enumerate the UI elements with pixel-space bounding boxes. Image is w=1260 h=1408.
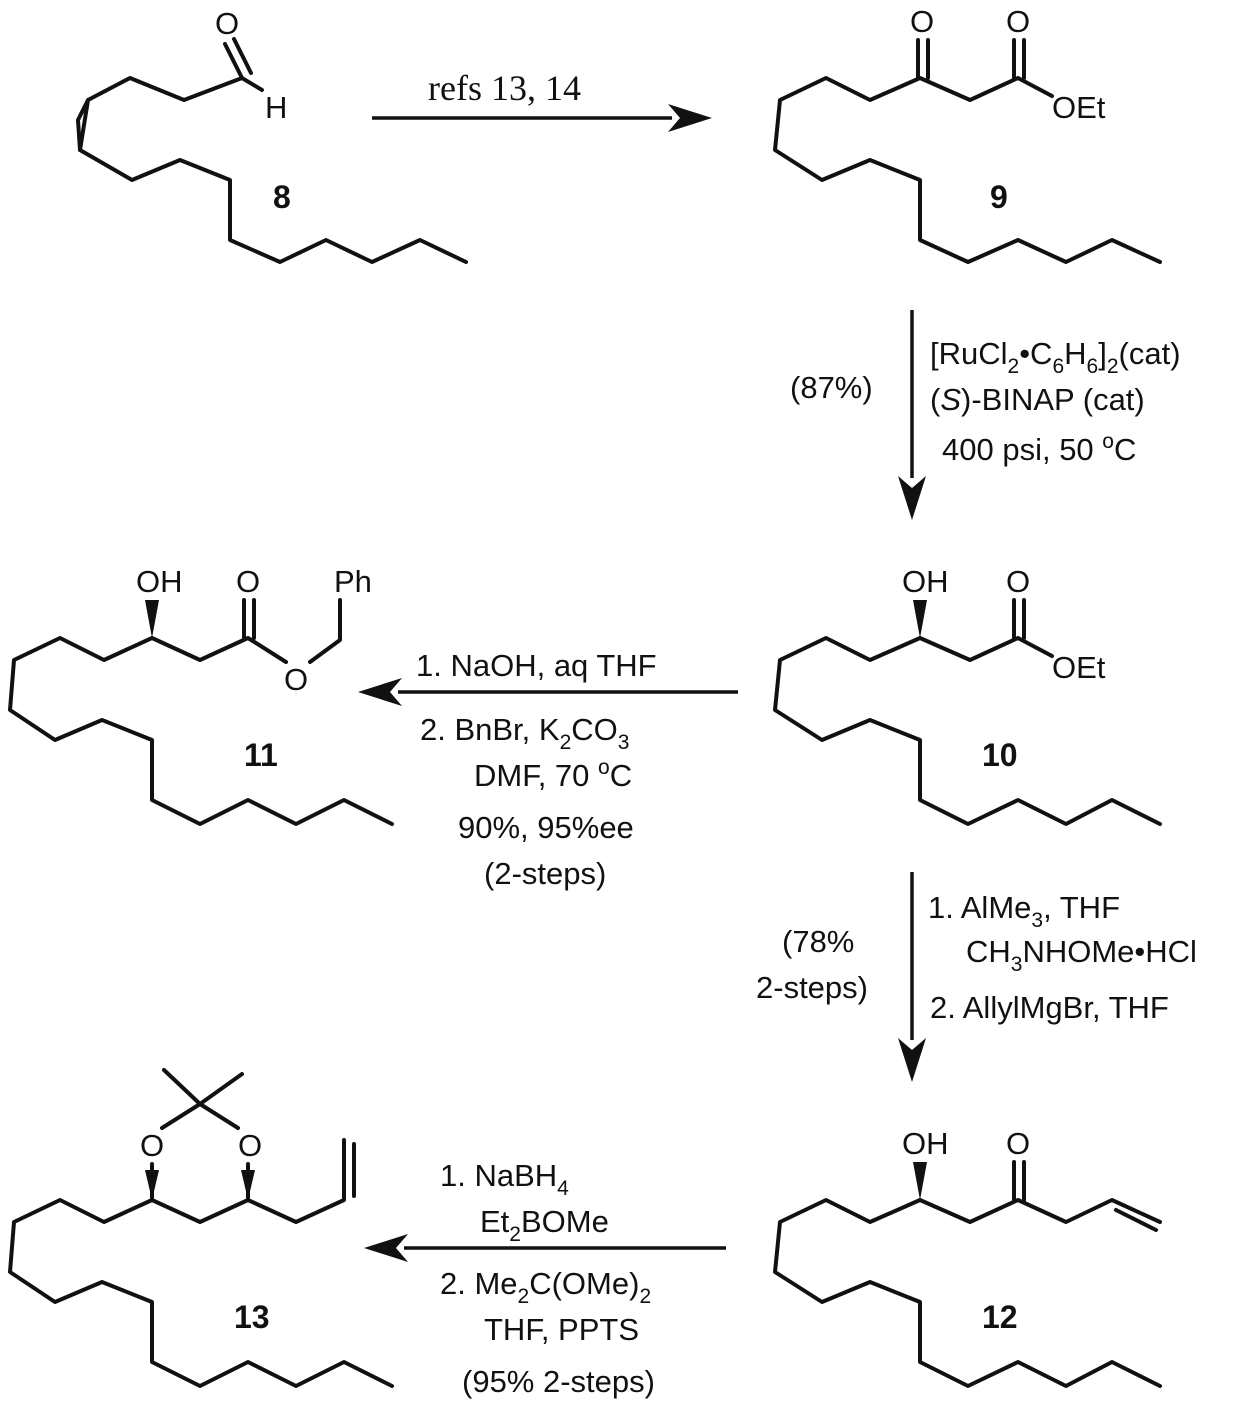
step4-yield-line2: 2-steps) <box>756 970 868 1005</box>
step1-arrow: refs 13, 14 <box>372 68 712 132</box>
c10-oet-label: OEt <box>1052 650 1106 685</box>
compound-10-structure: OH O OEt 10 <box>773 564 1162 826</box>
c11-carbonyl-oxygen: O <box>236 564 260 599</box>
compound-8-structure: O H 8 <box>76 6 468 264</box>
step2-reagent-line3: 400 psi, 50 oC <box>942 430 1136 467</box>
step4-reagent-line3: 2. AllylMgBr, THF <box>930 990 1169 1025</box>
c9-ketone-oxygen: O <box>910 4 934 39</box>
c13-acetal-oxygen-right: O <box>238 1128 262 1163</box>
step4-yield-line1: (78% <box>782 924 854 959</box>
step5-reagent-line4: THF, PPTS <box>484 1312 639 1347</box>
step3-reagent-line3: DMF, 70 oC <box>474 756 632 793</box>
step3-steps-note: (2-steps) <box>484 856 606 891</box>
step2-reagent-line2: (S)-BINAP (cat) <box>930 382 1145 417</box>
c8-oxygen-label: O <box>215 6 239 41</box>
c10-hydroxyl-label: OH <box>902 564 949 599</box>
step5-reagent-line3: 2. Me2C(OMe)2 <box>440 1266 651 1308</box>
c13-acetal-oxygen-left: O <box>140 1128 164 1163</box>
step4-arrow: (78% 2-steps) 1. AlMe3, THF CH3NHOMe•HCl… <box>756 872 1197 1082</box>
compound-13-structure: O O 13 <box>8 1068 394 1388</box>
step5-yield: (95% 2-steps) <box>462 1364 655 1399</box>
compound-11-structure: OH O O Ph 11 <box>8 564 394 826</box>
step2-reagent-line1: [RuCl2•C6H6]2(cat) <box>930 336 1181 378</box>
compound-11-number: 11 <box>244 737 278 773</box>
compound-12-number: 12 <box>982 1299 1018 1335</box>
c11-phenyl-label: Ph <box>334 564 372 599</box>
c10-carbonyl-oxygen: O <box>1006 564 1030 599</box>
step3-reagent-line2: 2. BnBr, K2CO3 <box>420 712 629 754</box>
compound-13-number: 13 <box>234 1299 270 1335</box>
c8-hydrogen-label: H <box>265 90 287 125</box>
compound-10-number: 10 <box>982 737 1018 773</box>
step3-yield-ee: 90%, 95%ee <box>458 810 634 845</box>
compound-9-structure: O O OEt 9 <box>773 4 1162 264</box>
step3-reagent-line1: 1. NaOH, aq THF <box>416 648 657 683</box>
c12-ketone-oxygen: O <box>1006 1126 1030 1161</box>
compound-9-number: 9 <box>990 179 1008 215</box>
c9-oet-label: OEt <box>1052 90 1106 125</box>
step2-yield: (87%) <box>790 370 873 405</box>
compound-12-structure: OH O 12 <box>773 1126 1162 1388</box>
step1-conditions: refs 13, 14 <box>428 68 581 108</box>
compound-8-number: 8 <box>273 179 291 215</box>
c12-hydroxyl-label: OH <box>902 1126 949 1161</box>
c9-ester-oxygen: O <box>1006 4 1030 39</box>
step3-arrow: 1. NaOH, aq THF 2. BnBr, K2CO3 DMF, 70 o… <box>358 648 738 891</box>
c11-ester-oxygen: O <box>284 662 308 697</box>
step2-arrow: (87%) [RuCl2•C6H6]2(cat) (S)-BINAP (cat)… <box>790 310 1181 520</box>
step5-reagent-line1: 1. NaBH4 <box>440 1158 569 1200</box>
step4-reagent-line1: 1. AlMe3, THF <box>928 890 1120 932</box>
step4-reagent-line2: CH3NHOMe•HCl <box>966 934 1197 976</box>
step5-reagent-line2: Et2BOMe <box>480 1204 609 1246</box>
step5-arrow: 1. NaBH4 Et2BOMe 2. Me2C(OMe)2 THF, PPTS… <box>364 1158 726 1399</box>
c11-hydroxyl-label: OH <box>136 564 183 599</box>
